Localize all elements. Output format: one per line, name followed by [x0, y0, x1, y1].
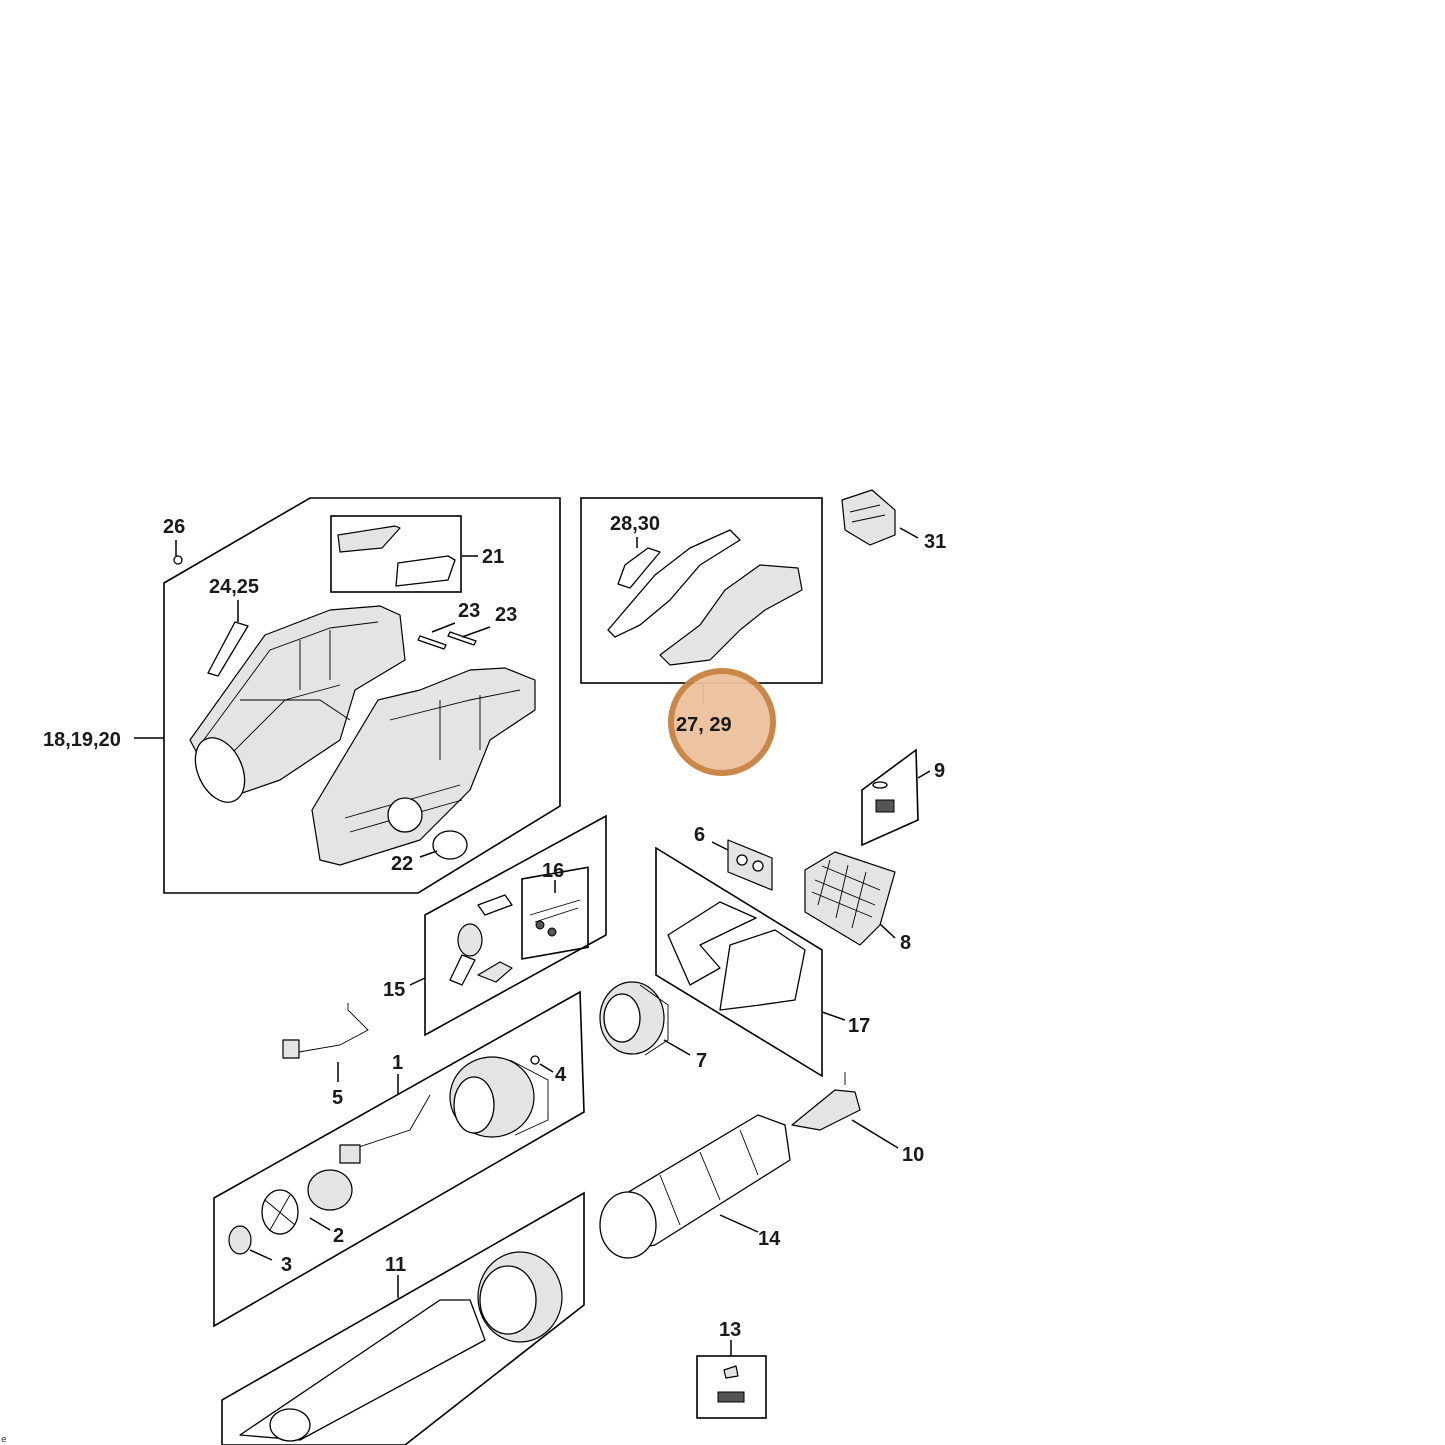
part-21-drawing [337, 525, 456, 587]
label-part-8[interactable]: 8 [900, 932, 911, 954]
highlight-circle-27-29 [668, 668, 776, 776]
label-part-27-29[interactable]: 27, 29 [676, 714, 732, 736]
label-part-26[interactable]: 26 [163, 516, 185, 538]
part-10-drawing [791, 1072, 861, 1131]
corner-mark: e [1, 1435, 7, 1445]
label-part-23-b[interactable]: 23 [495, 604, 517, 626]
label-part-23-a[interactable]: 23 [458, 600, 480, 622]
label-part-21[interactable]: 21 [482, 546, 504, 568]
label-part-17[interactable]: 17 [848, 1015, 870, 1037]
part-16-frame [521, 866, 589, 960]
part-26-drawing [173, 555, 183, 565]
part-15-drawing [449, 894, 513, 986]
part-4-drawing [530, 1055, 540, 1065]
label-part-10[interactable]: 10 [902, 1144, 924, 1166]
label-part-24-25[interactable]: 24,25 [209, 576, 259, 598]
part-17-drawing [667, 901, 806, 1011]
label-part-11[interactable]: 11 [385, 1254, 406, 1276]
part-15-frame [424, 814, 607, 1037]
part-5-drawing [282, 1003, 369, 1059]
label-part-31[interactable]: 31 [924, 531, 946, 553]
label-part-16[interactable]: 16 [542, 860, 564, 882]
label-part-3[interactable]: 3 [281, 1254, 292, 1276]
label-part-28-30[interactable]: 28,30 [610, 513, 660, 535]
part-3-drawing [228, 1225, 252, 1255]
housing-right-drawing [311, 667, 536, 866]
part-22-drawing [432, 830, 468, 860]
part-31-drawing [841, 489, 896, 546]
label-part-15[interactable]: 15 [383, 979, 405, 1001]
part-27-29-drawing [607, 529, 803, 666]
label-part-18-19-20[interactable]: 18,19,20 [43, 729, 121, 751]
label-part-5[interactable]: 5 [332, 1087, 343, 1109]
part-2-drawing [261, 1169, 353, 1235]
label-part-4[interactable]: 4 [555, 1064, 567, 1086]
part-23-drawing [417, 631, 477, 650]
part-14-drawing [599, 1114, 791, 1259]
part-6-drawing [727, 839, 773, 891]
housing-group-frame [163, 497, 561, 894]
label-part-13[interactable]: 13 [719, 1319, 741, 1341]
part-24-25-drawing [207, 621, 249, 677]
part-16-drawing [529, 899, 581, 937]
part-11-frame [221, 1191, 585, 1445]
label-part-6[interactable]: 6 [694, 824, 705, 846]
part-17-frame [655, 846, 823, 1078]
part-11-drawing [239, 1251, 563, 1442]
part-9-drawing [872, 781, 895, 813]
housing-left-drawing [189, 605, 406, 803]
part-8-drawing [804, 851, 896, 946]
label-part-2[interactable]: 2 [333, 1225, 344, 1247]
part-9-frame [861, 748, 919, 847]
part-1-frame [213, 990, 585, 1328]
label-part-9[interactable]: 9 [934, 760, 945, 782]
label-part-1[interactable]: 1 [392, 1052, 403, 1074]
leader-lines [134, 527, 931, 1356]
label-part-22[interactable]: 22 [391, 853, 413, 875]
part-1-drawing [339, 1056, 549, 1164]
part-13-drawing [717, 1365, 745, 1403]
part-13-frame [696, 1355, 767, 1419]
label-part-14[interactable]: 14 [758, 1228, 781, 1250]
part-7-drawing [599, 981, 669, 1056]
part-21-frame [330, 515, 462, 593]
label-part-7[interactable]: 7 [696, 1050, 707, 1072]
